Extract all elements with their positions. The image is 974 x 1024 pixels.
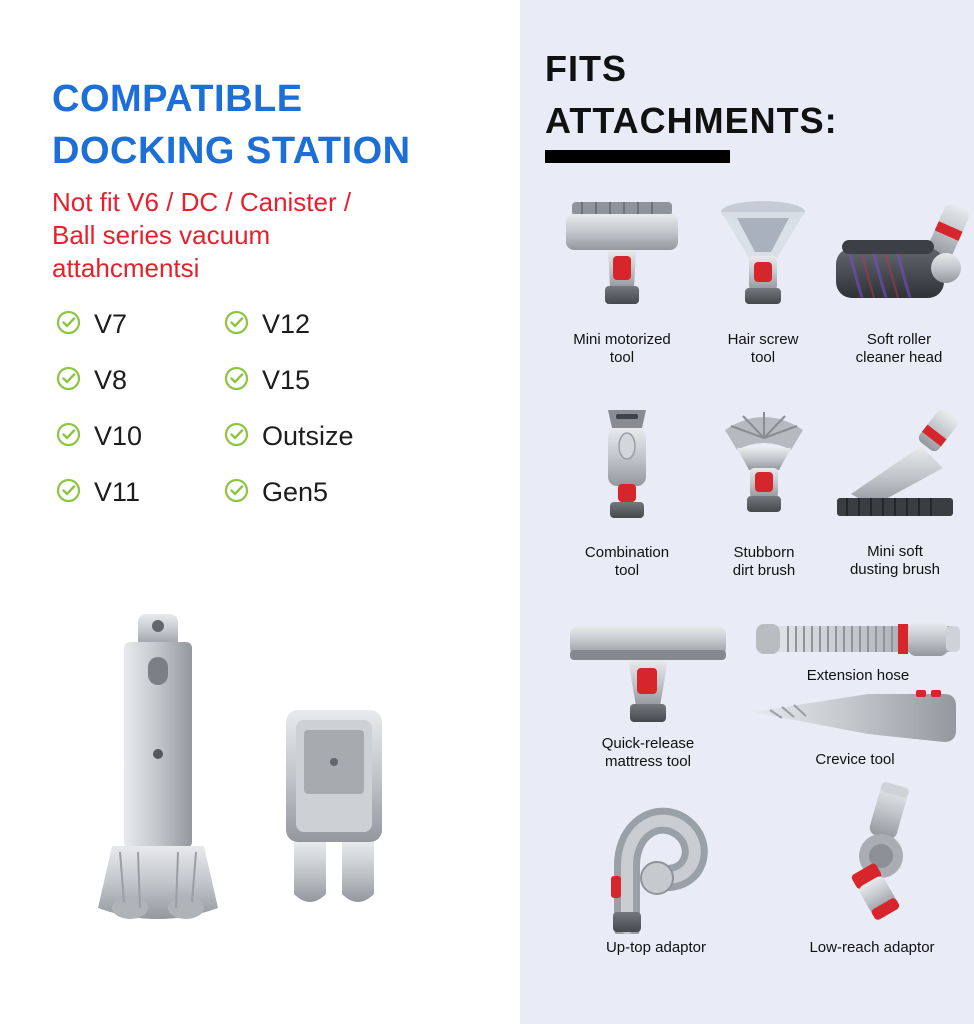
- compatibility-panel: COMPATIBLE DOCKING STATION Not fit V6 / …: [52, 78, 448, 942]
- attachment-low-reach-adaptor: Low-reach adaptor: [788, 782, 956, 957]
- attachment-soft-roller-cleaner-head: Soft roller cleaner head: [828, 196, 970, 367]
- check-circle-icon: [224, 366, 249, 396]
- check-circle-icon: [56, 422, 81, 452]
- compatible-models-list: V7 V12 V8 V15 V10 Outsize V11 Gen5: [56, 308, 354, 509]
- model-item-outsize: Outsize: [224, 420, 354, 453]
- attachment-label: Up-top adaptor: [605, 939, 707, 956]
- title-underline-bar: [545, 150, 730, 163]
- crevice-tool-image: [748, 690, 963, 746]
- attachment-quick-release-mattress-tool: Quick-release mattress tool: [560, 614, 736, 771]
- model-item-gen5: Gen5: [224, 476, 354, 509]
- quick-release-mattress-tool-image: [564, 614, 732, 730]
- model-label: Outsize: [262, 421, 354, 451]
- hair-screw-tool-image: [707, 196, 819, 326]
- check-circle-icon: [56, 366, 81, 396]
- model-item-v15: V15: [224, 364, 354, 397]
- page-title-line1: COMPATIBLE: [52, 78, 303, 120]
- page-title-line2: DOCKING STATION: [52, 130, 411, 172]
- fits-title-line1: FITS: [545, 48, 627, 89]
- check-circle-icon: [224, 478, 249, 508]
- check-circle-icon: [224, 422, 249, 452]
- docking-station-clip-image: [286, 710, 382, 902]
- attachment-mini-soft-dusting-brush: Mini soft dusting brush: [822, 398, 968, 579]
- model-label: V11: [94, 477, 141, 507]
- attachment-label: Hair screw tool: [727, 331, 799, 366]
- not-fit-warning-text: Not fit V6 / DC / Canister / Ball series…: [52, 187, 352, 283]
- check-circle-icon: [224, 310, 249, 340]
- model-item-v10: V10: [56, 420, 224, 453]
- attachment-up-top-adaptor: Up-top adaptor: [576, 782, 736, 957]
- extension-hose-image: [754, 616, 962, 662]
- stubborn-dirt-brush-image: [703, 404, 825, 539]
- attachment-label: Low-reach adaptor: [809, 939, 935, 956]
- check-circle-icon: [56, 478, 81, 508]
- model-item-v7: V7: [56, 308, 224, 341]
- attachment-label: Combination tool: [584, 544, 670, 579]
- model-item-v8: V8: [56, 364, 224, 397]
- mini-motorized-tool-image: [558, 196, 686, 326]
- check-circle-icon: [56, 310, 81, 340]
- attachment-label: Stubborn dirt brush: [732, 544, 796, 579]
- soft-roller-cleaner-head-image: [828, 196, 970, 326]
- attachment-crevice-tool: Crevice tool: [744, 690, 966, 769]
- model-label: V12: [262, 309, 311, 339]
- attachment-label: Mini soft dusting brush: [849, 543, 941, 578]
- combination-tool-image: [568, 404, 686, 539]
- model-label: V7: [94, 309, 128, 339]
- model-item-v11: V11: [56, 476, 224, 509]
- docking-station-bracket-image: [98, 614, 218, 919]
- model-label: V10: [94, 421, 143, 451]
- attachment-combination-tool: Combination tool: [554, 404, 700, 580]
- attachment-label: Mini motorized tool: [573, 331, 671, 366]
- attachment-extension-hose: Extension hose: [752, 616, 964, 685]
- model-item-v12: V12: [224, 308, 354, 341]
- attachment-label: Soft roller cleaner head: [855, 331, 943, 366]
- up-top-adaptor-image: [581, 782, 731, 934]
- model-label: V15: [262, 365, 311, 395]
- attachment-label: Crevice tool: [815, 751, 895, 768]
- mini-soft-dusting-brush-image: [825, 398, 965, 538]
- attachment-label: Extension hose: [806, 667, 910, 684]
- attachment-label: Quick-release mattress tool: [601, 735, 695, 770]
- attachment-stubborn-dirt-brush: Stubborn dirt brush: [702, 404, 826, 580]
- attachment-mini-motorized-tool: Mini motorized tool: [546, 196, 698, 367]
- low-reach-adaptor-image: [797, 782, 947, 934]
- fits-title-line2: ATTACHMENTS:: [545, 100, 838, 141]
- model-label: V8: [94, 365, 128, 395]
- attachment-hair-screw-tool: Hair screw tool: [700, 196, 826, 367]
- model-label: Gen5: [262, 477, 329, 507]
- fits-attachments-panel: FITS ATTACHMENTS: Mini motorized tool: [520, 0, 974, 1024]
- docking-station-images: [68, 612, 448, 942]
